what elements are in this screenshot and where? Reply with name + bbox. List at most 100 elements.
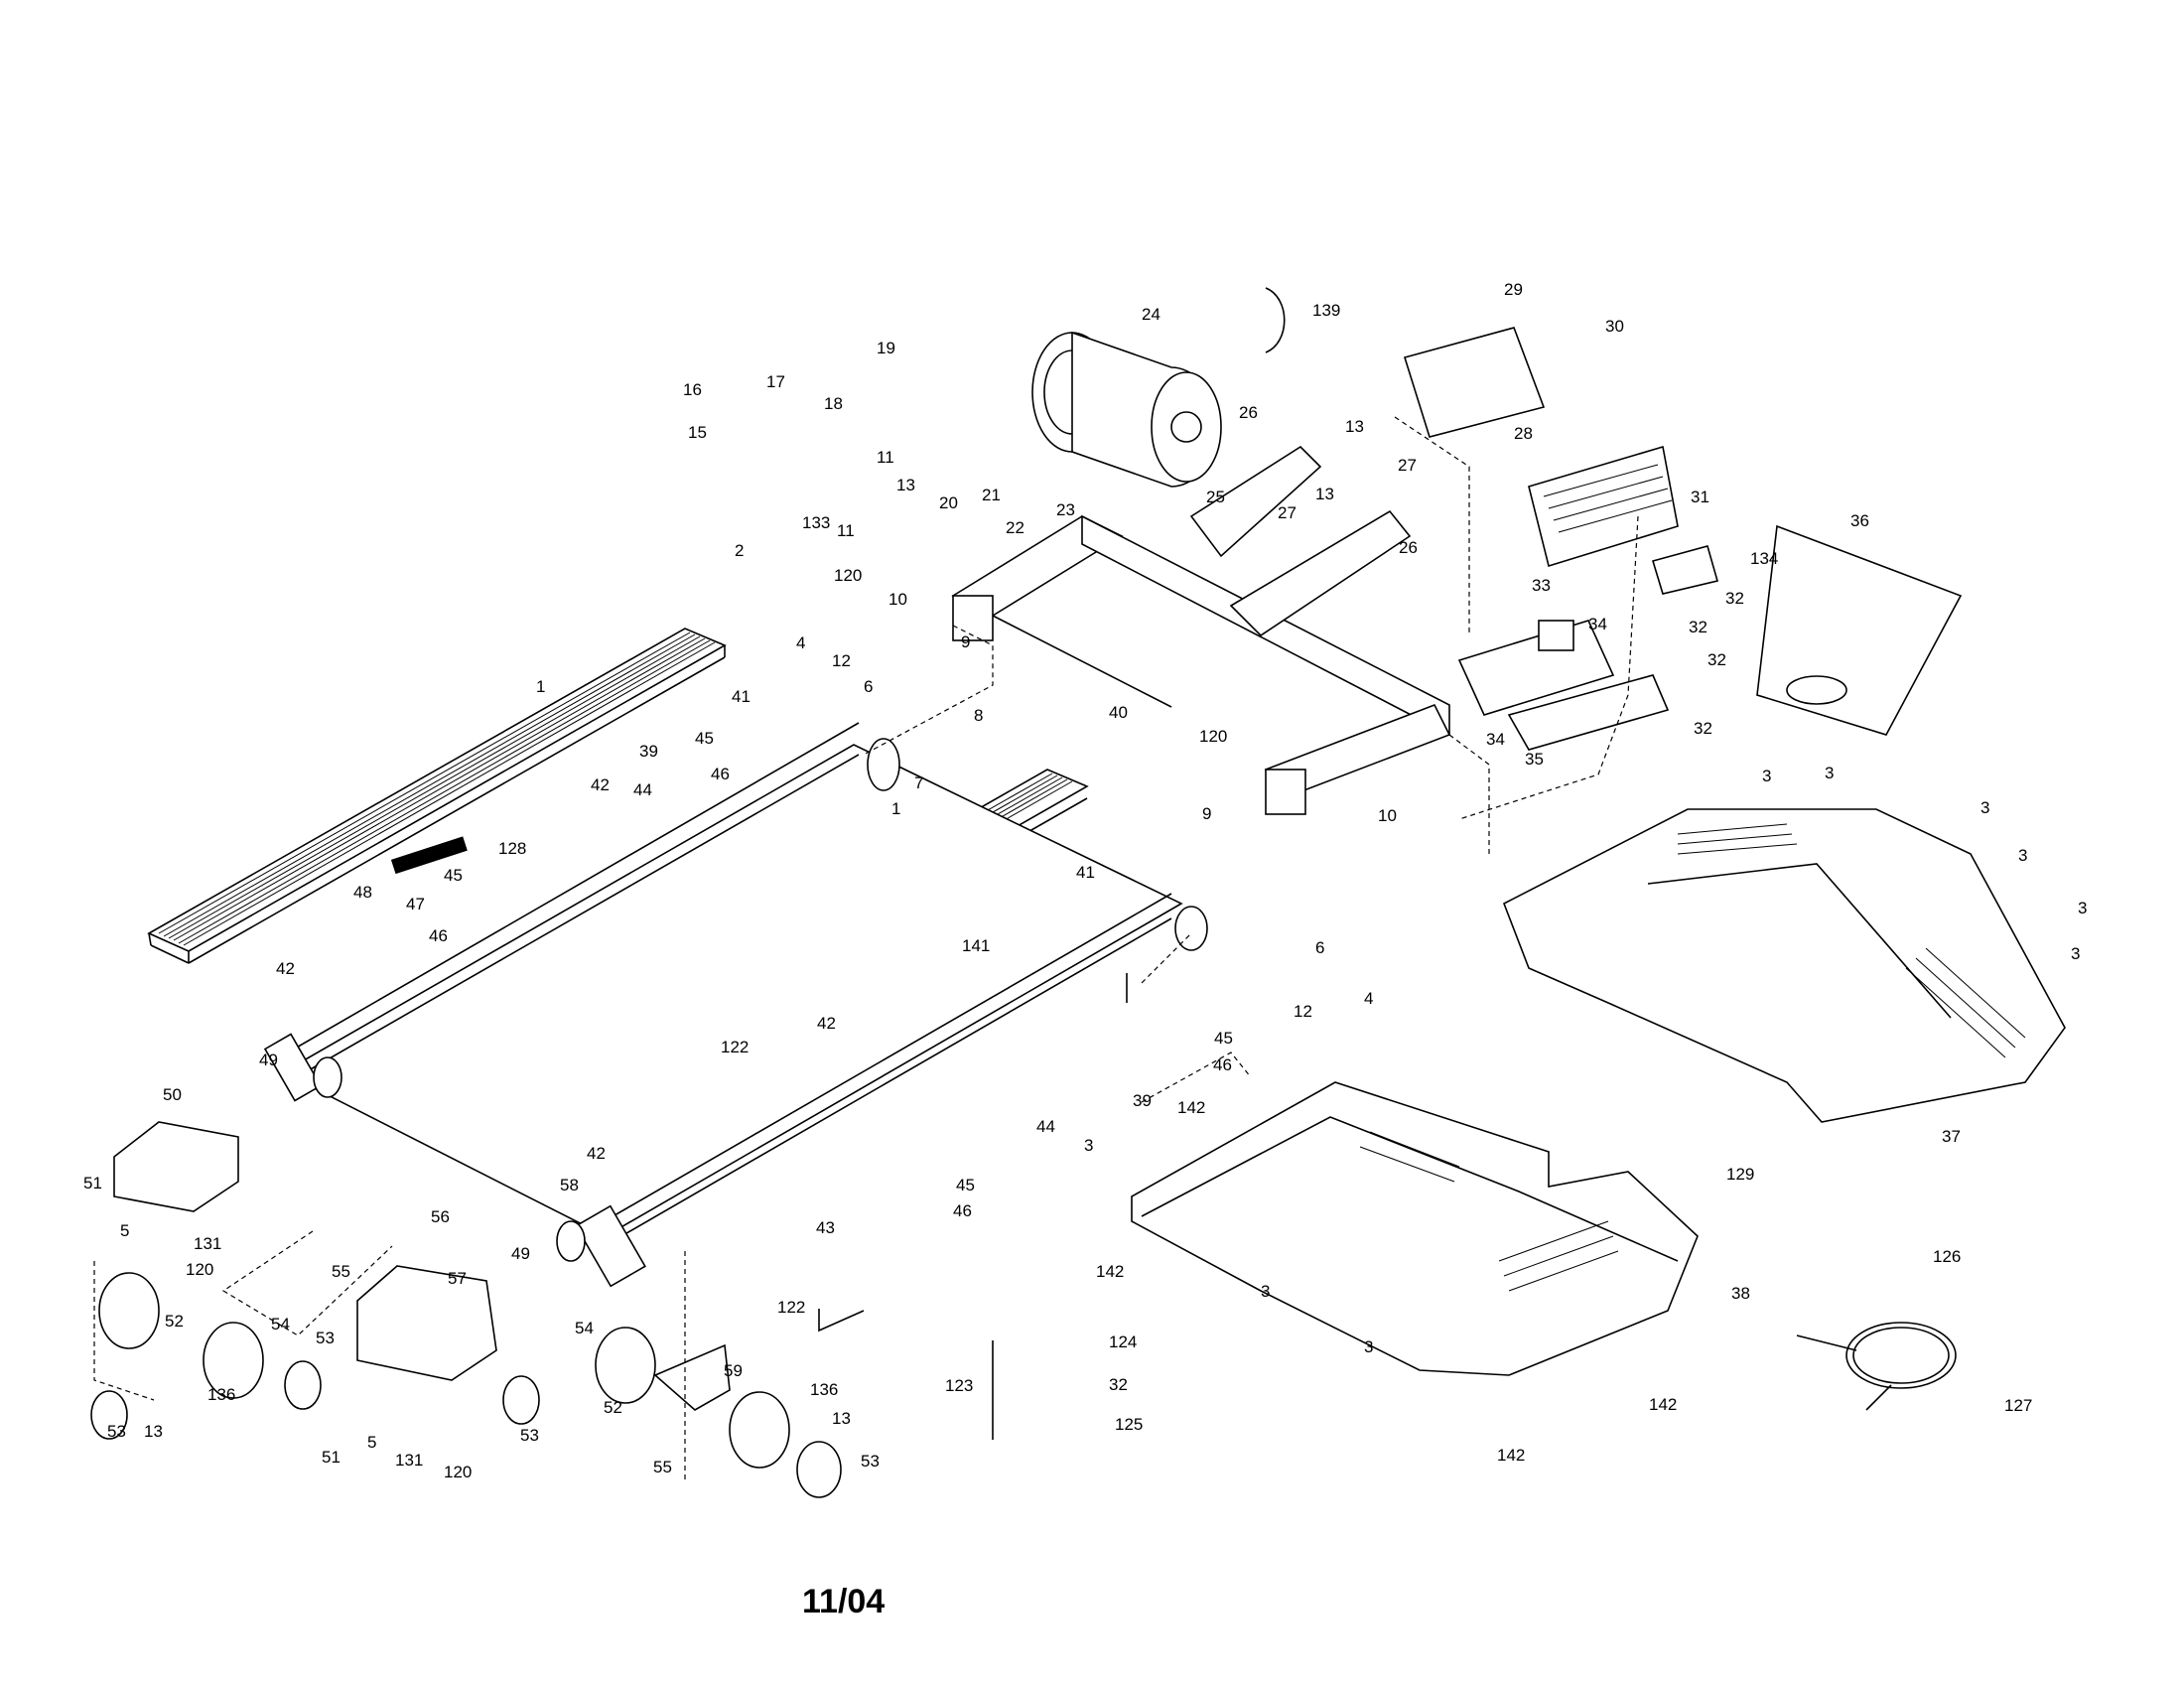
callout-131: 131 — [194, 1234, 221, 1253]
callout-57: 57 — [448, 1269, 467, 1288]
callout-41: 41 — [732, 687, 751, 706]
callout-3: 3 — [2071, 944, 2080, 963]
callout-50: 50 — [163, 1085, 182, 1104]
callout-44: 44 — [1036, 1117, 1055, 1136]
callout-13: 13 — [1345, 417, 1364, 436]
callout-53: 53 — [520, 1426, 539, 1445]
callout-25: 25 — [1206, 488, 1225, 506]
callout-3: 3 — [2018, 846, 2027, 865]
callout-34: 34 — [1588, 615, 1607, 633]
callout-24: 24 — [1142, 305, 1160, 324]
callout-35: 35 — [1525, 750, 1544, 769]
diagram-date-code: 11/04 — [802, 1583, 885, 1620]
callout-44: 44 — [633, 780, 652, 799]
callout-9: 9 — [961, 632, 970, 651]
callout-19: 19 — [877, 339, 895, 357]
callout-12: 12 — [832, 651, 851, 670]
callout-11: 11 — [837, 521, 855, 540]
callout-52: 52 — [604, 1398, 622, 1417]
callout-16: 16 — [683, 380, 702, 399]
callout-45: 45 — [444, 866, 463, 885]
callout-56: 56 — [431, 1207, 450, 1226]
callout-3: 3 — [1364, 1337, 1373, 1356]
callout-15: 15 — [688, 423, 707, 442]
callout-127: 127 — [2004, 1396, 2032, 1415]
callout-142: 142 — [1497, 1446, 1525, 1465]
callout-42: 42 — [587, 1144, 606, 1163]
callout-3: 3 — [1084, 1136, 1093, 1155]
callout-13: 13 — [144, 1422, 163, 1441]
callout-13: 13 — [832, 1409, 851, 1428]
callout-31: 31 — [1691, 488, 1709, 506]
callout-13: 13 — [1315, 485, 1334, 503]
callout-55: 55 — [653, 1458, 672, 1476]
callout-1: 1 — [536, 677, 545, 696]
callout-17: 17 — [766, 372, 785, 391]
callout-39: 39 — [1133, 1091, 1152, 1110]
drive-motor — [1031, 331, 1222, 488]
callout-125: 125 — [1115, 1415, 1143, 1434]
left-side-rail — [147, 628, 727, 964]
callout-53: 53 — [107, 1422, 126, 1441]
callout-3: 3 — [2078, 899, 2087, 917]
callout-120: 120 — [1199, 727, 1227, 746]
callout-45: 45 — [956, 1176, 975, 1194]
callout-52: 52 — [165, 1312, 184, 1331]
callout-46: 46 — [429, 926, 448, 945]
base-frame — [951, 445, 1451, 815]
callout-136: 136 — [207, 1385, 235, 1404]
callout-124: 124 — [1109, 1333, 1137, 1351]
callout-51: 51 — [83, 1174, 102, 1193]
callout-32: 32 — [1689, 618, 1707, 636]
callout-3: 3 — [1825, 764, 1834, 782]
callout-47: 47 — [406, 895, 425, 913]
callout-22: 22 — [1006, 518, 1024, 537]
callout-59: 59 — [724, 1361, 743, 1380]
callout-32: 32 — [1707, 650, 1726, 669]
callout-5: 5 — [367, 1433, 376, 1452]
callout-40: 40 — [1109, 703, 1128, 722]
callout-53: 53 — [316, 1329, 335, 1347]
callout-27: 27 — [1398, 456, 1417, 475]
rear-feet-wheels — [90, 1121, 842, 1498]
callout-48: 48 — [353, 883, 372, 902]
callout-122: 122 — [721, 1038, 749, 1056]
callout-49: 49 — [259, 1051, 278, 1069]
callout-58: 58 — [560, 1176, 579, 1194]
callout-18: 18 — [824, 394, 843, 413]
callout-42: 42 — [817, 1014, 836, 1033]
callout-37: 37 — [1942, 1127, 1961, 1146]
callout-141: 141 — [962, 936, 990, 955]
walking-belt-frame — [263, 722, 1208, 1288]
callout-27: 27 — [1278, 503, 1297, 522]
callout-9: 9 — [1202, 804, 1211, 823]
callout-10: 10 — [888, 590, 907, 609]
callout-42: 42 — [591, 775, 610, 794]
callout-20: 20 — [939, 493, 958, 512]
callout-12: 12 — [1294, 1002, 1312, 1021]
callout-126: 126 — [1933, 1247, 1961, 1266]
callout-3: 3 — [1261, 1282, 1270, 1301]
callout-6: 6 — [864, 677, 873, 696]
callout-28: 28 — [1514, 424, 1533, 443]
callout-120: 120 — [834, 566, 862, 585]
callout-33: 33 — [1532, 576, 1551, 595]
callout-134: 134 — [1750, 549, 1778, 568]
callout-46: 46 — [953, 1201, 972, 1220]
callout-41: 41 — [1076, 863, 1095, 882]
base-tray — [1131, 1081, 1699, 1376]
callout-128: 128 — [498, 839, 526, 858]
callout-46: 46 — [711, 765, 730, 783]
callout-38: 38 — [1731, 1284, 1750, 1303]
callout-120: 120 — [186, 1260, 213, 1279]
callout-7: 7 — [914, 773, 923, 792]
callout-142: 142 — [1649, 1395, 1677, 1414]
callout-54: 54 — [271, 1315, 290, 1333]
callout-55: 55 — [332, 1262, 350, 1281]
callout-34: 34 — [1486, 730, 1505, 749]
callout-123: 123 — [945, 1376, 973, 1395]
callout-29: 29 — [1504, 280, 1523, 299]
callout-11: 11 — [877, 448, 894, 467]
